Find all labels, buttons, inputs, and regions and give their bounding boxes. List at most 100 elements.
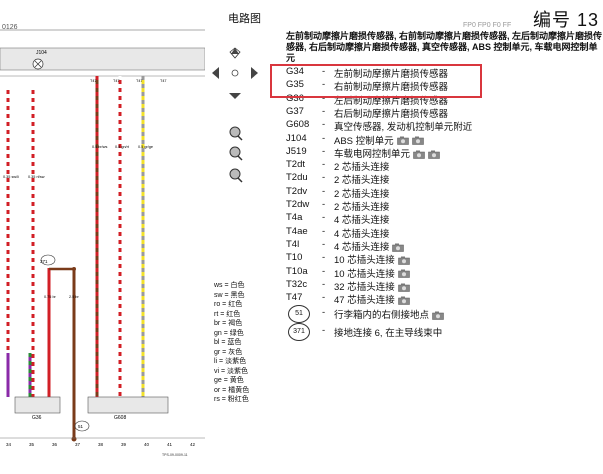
color-legend-row: sw = 黑色 xyxy=(214,291,245,299)
pin-label: T47 xyxy=(90,79,97,83)
camera-icon[interactable] xyxy=(389,242,405,253)
legend-code: T2dv xyxy=(286,185,308,197)
legend-dash: - xyxy=(322,199,326,210)
camera-icon[interactable] xyxy=(394,136,409,147)
legend-dash: - xyxy=(322,185,326,197)
legend-description: 47 芯插头连接 xyxy=(334,292,410,306)
column-number: 37 xyxy=(75,442,81,447)
legend-dash: - xyxy=(322,238,326,250)
camera-icon[interactable] xyxy=(410,149,425,160)
column-number: 34 xyxy=(6,442,12,447)
color-legend-row: rt = 红色 xyxy=(214,310,241,318)
legend-code: T47 xyxy=(286,292,303,304)
legend-description: 左后制动摩擦片磨损传感器 xyxy=(334,95,449,107)
legend-description: 接地连接 6, 在主导线束中 xyxy=(334,328,443,339)
navigation-panel[interactable] xyxy=(204,44,266,204)
component-description: 左前制动摩擦片磨损传感器, 右前制动摩擦片磨损传感器, 左后制动摩擦片磨损传感器… xyxy=(286,31,603,63)
wire-label: 0.5 br/ws xyxy=(92,145,108,149)
legend-dash: - xyxy=(322,212,326,224)
column-number: 39 xyxy=(121,442,127,447)
color-legend-row: gr = 灰色 xyxy=(214,348,243,356)
legend-description: 4 芯插头连接 xyxy=(334,215,390,227)
camera-icon[interactable] xyxy=(425,149,440,160)
legend-dash: - xyxy=(322,66,326,77)
legend-description: 4 芯插头连接 xyxy=(334,239,405,253)
legend-description: 2 芯插头连接 xyxy=(334,188,390,200)
legend-dash: - xyxy=(322,145,326,157)
color-legend-row: vi = 淡紫色 xyxy=(214,367,249,375)
legend-dash: - xyxy=(322,225,326,237)
legend-description: 2 芯插头连接 xyxy=(334,175,390,187)
ground-ref-circle xyxy=(40,254,56,266)
legend-description: 右后制动摩擦片磨损传感器 xyxy=(334,108,449,120)
legend-dash: - xyxy=(322,159,326,171)
pan-down-icon[interactable] xyxy=(229,93,241,99)
camera-icon[interactable] xyxy=(395,295,410,306)
legend-description: 32 芯插头连接 xyxy=(334,279,410,293)
pan-left-icon[interactable] xyxy=(212,67,219,79)
legend-code: T10 xyxy=(286,252,303,264)
color-legend-row: or = 橘黄色 xyxy=(214,386,250,394)
color-legend: ws = 白色 sw = 黑色 ro = 红色 rt = 红色 br = 褐色 gn = … xyxy=(214,281,274,405)
title-bar: 0126 电路图 FP0 FP0 F0 FF 编号 13 xyxy=(0,0,603,31)
legend-description: 4 芯插头连接 xyxy=(334,228,390,240)
reference-code-left: 0126 xyxy=(2,24,18,31)
legend-code: G608 xyxy=(286,119,310,131)
color-legend-row: ge = 黄色 xyxy=(214,377,244,384)
pin-label: T47 xyxy=(113,79,120,83)
module-label: J104 xyxy=(36,50,47,56)
column-number: 35 xyxy=(29,442,35,447)
wire-label: 0.5 gr/ge xyxy=(138,145,153,149)
wire-label: 0.35 sw/li xyxy=(3,175,19,179)
zoom-fit-icon[interactable] xyxy=(229,168,243,183)
column-number: 40 xyxy=(144,442,150,447)
ground-ref-bottom-label: 51 xyxy=(78,424,84,429)
component-g36 xyxy=(14,396,61,414)
pin-label: T47 xyxy=(160,79,167,83)
legend-description: 车载电网控制单元 xyxy=(334,146,440,160)
legend-description: 真空传感器, 发动机控制单元附近 xyxy=(334,122,473,134)
legend-description: 左前制动摩擦片磨损传感器 xyxy=(334,69,449,80)
legend-description: 10 芯插头连接 xyxy=(334,266,410,280)
legend-dash: - xyxy=(322,172,326,184)
column-number: 42 xyxy=(190,442,196,447)
legend-code: T32c xyxy=(286,278,308,290)
camera-icon[interactable] xyxy=(429,310,444,321)
zoom-out-icon[interactable] xyxy=(229,146,243,161)
legend-code: G34 xyxy=(286,66,304,77)
legend-code: J519 xyxy=(286,145,307,157)
splice-node-bottom xyxy=(71,436,77,442)
pan-right-icon[interactable] xyxy=(251,67,258,79)
legend-dash: - xyxy=(322,307,326,318)
legend-dash: - xyxy=(322,132,326,144)
color-legend-row: ws = 白色 xyxy=(214,282,245,289)
component-g608 xyxy=(87,396,169,414)
highlight-box xyxy=(270,64,482,98)
legend-code: T2dt xyxy=(286,159,306,171)
legend-code: T2dw xyxy=(286,199,310,210)
legend-code: G35 xyxy=(286,79,304,91)
color-legend-row: rs = 粉红色 xyxy=(214,396,249,403)
color-legend-row: gn = 绿色 xyxy=(214,329,244,337)
camera-icon[interactable] xyxy=(409,136,424,147)
camera-icon[interactable] xyxy=(395,282,410,293)
wire-label: 0.5 gn/rt xyxy=(115,145,130,149)
pan-up-icon[interactable] xyxy=(229,47,241,59)
camera-icon[interactable] xyxy=(395,255,410,266)
legend-description: 10 芯插头连接 xyxy=(334,252,410,266)
legend-dash: - xyxy=(322,105,326,117)
camera-icon[interactable] xyxy=(395,269,410,280)
color-legend-row: ro = 红色 xyxy=(214,301,243,308)
legend-description: 右前制动摩擦片磨损传感器 xyxy=(334,82,449,94)
reference-code-right: FP0 FP0 F0 FF xyxy=(463,22,512,29)
legend-code: 51 xyxy=(288,305,310,323)
legend-code: G36 xyxy=(286,92,304,104)
column-number: 38 xyxy=(98,442,104,447)
zoom-in-icon[interactable] xyxy=(229,126,243,141)
color-legend-row: br = 褐色 xyxy=(214,320,243,327)
legend-dash: - xyxy=(322,265,326,277)
wire-label: 0.75 br xyxy=(44,295,57,299)
legend-code: T4a xyxy=(286,212,303,224)
